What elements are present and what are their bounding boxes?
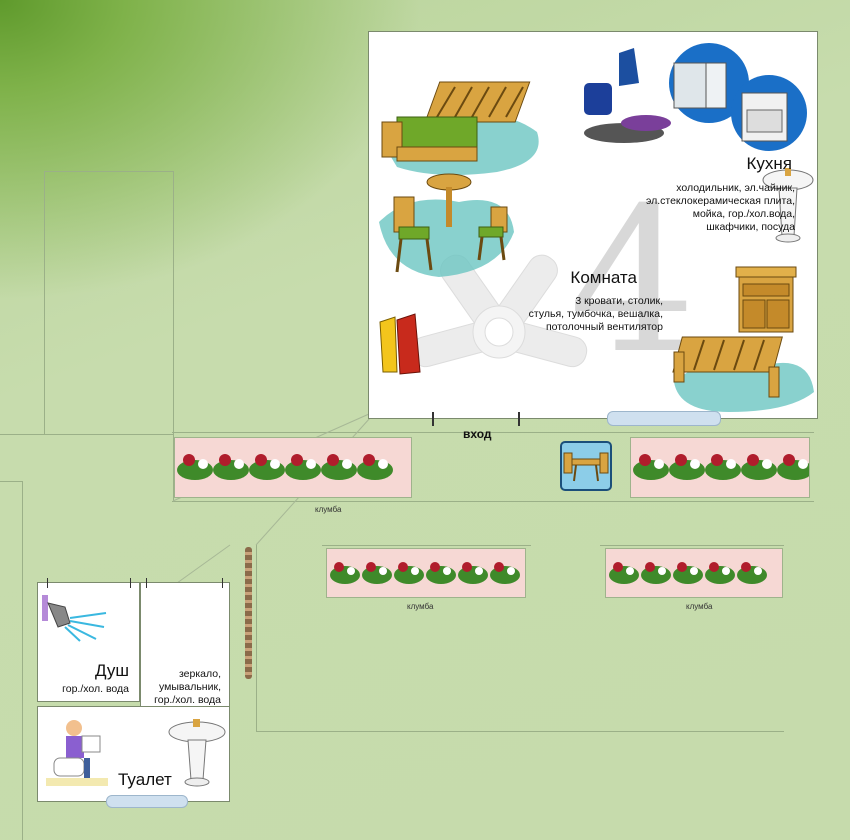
nightstand-icon bbox=[735, 266, 797, 333]
flowerbed-row-bottom bbox=[172, 501, 814, 502]
flowers-icon bbox=[327, 549, 525, 597]
flowers-icon bbox=[631, 438, 813, 497]
shower-mark-right bbox=[130, 578, 131, 588]
entrance-mark-left bbox=[432, 412, 434, 426]
flowerbed-2 bbox=[326, 548, 526, 598]
kitchen-items: холодильник, эл.чайник, эл.стеклокерамич… bbox=[646, 182, 795, 234]
plot-outline-left-top bbox=[44, 171, 45, 434]
room-window bbox=[607, 411, 721, 426]
room-item-line: потолочный вентилятор bbox=[545, 321, 663, 333]
shower-subtitle: гор./хол. вода bbox=[62, 683, 129, 695]
outdoor-table-icon bbox=[560, 441, 612, 491]
bed-icon-2 bbox=[672, 336, 814, 412]
toilet-window bbox=[106, 795, 188, 808]
shower-title: Душ bbox=[94, 661, 129, 680]
flowerbed-4 bbox=[630, 437, 813, 498]
washroom-item-line: умывальник, bbox=[159, 681, 221, 693]
garden-path bbox=[245, 547, 252, 679]
flowerbed-2-label: клумба bbox=[407, 602, 434, 611]
kitchen-item-line: холодильник, эл.чайник, bbox=[676, 182, 795, 194]
entrance-label: вход bbox=[463, 427, 492, 441]
ceiling-fan-icon bbox=[410, 254, 588, 368]
kitchen-item-line: шкафчики, посуда bbox=[706, 221, 795, 233]
flowerbed-1-label: клумба bbox=[315, 505, 342, 514]
plot-outline-mid bbox=[173, 171, 174, 501]
entrance-mark-right bbox=[518, 412, 520, 426]
kitchen-appliances-icon bbox=[584, 43, 807, 151]
flowerbed-row-top bbox=[172, 432, 814, 433]
room-items: 3 кровати, столик, стулья, тумбочка, веш… bbox=[529, 295, 663, 334]
kitchen-item-line: мойка, гор./хол.вода, bbox=[692, 208, 795, 220]
toilet-title: Туалет bbox=[118, 770, 172, 789]
plot-outline-v2 bbox=[22, 481, 23, 840]
washroom-item-line: гор./хол. вода bbox=[154, 694, 221, 706]
path-line-bottom bbox=[256, 731, 784, 732]
washroom-mark-left bbox=[146, 578, 147, 588]
bed-icon bbox=[381, 81, 539, 176]
shower-mark-left bbox=[47, 578, 48, 588]
table-chairs-icon bbox=[379, 173, 514, 277]
washroom-items: зеркало, умывальник, гор./хол. вода bbox=[154, 668, 221, 707]
kitchen-item-line: эл.стеклокерамическая плита, bbox=[645, 195, 795, 207]
flowerbed-3-label: клумба bbox=[686, 602, 713, 611]
flowerbed-1 bbox=[174, 437, 412, 498]
room-item-line: стулья, тумбочка, вешалка, bbox=[528, 308, 663, 320]
path-line-right bbox=[256, 545, 257, 731]
flowerbed-3 bbox=[605, 548, 783, 598]
flowerbed-3-outline bbox=[600, 545, 784, 546]
washbasin-icon bbox=[168, 719, 226, 787]
shower-head-icon bbox=[42, 595, 107, 642]
room-title: Комната bbox=[570, 268, 637, 287]
person-on-toilet-icon bbox=[46, 720, 108, 786]
washroom-mark-right bbox=[222, 578, 223, 588]
room-number: 4 bbox=[569, 165, 697, 398]
kitchen-title: Кухня bbox=[746, 154, 793, 173]
plot-outline-top bbox=[44, 171, 174, 172]
plot-outline-h2 bbox=[0, 481, 22, 482]
coat-hanger-icon bbox=[379, 313, 421, 375]
flowers-icon bbox=[606, 549, 782, 597]
plot-outline-h1 bbox=[0, 434, 174, 435]
flowers-icon bbox=[175, 438, 411, 497]
room-item-line: 3 кровати, столик, bbox=[575, 295, 663, 307]
washroom-item-line: зеркало, bbox=[178, 668, 221, 680]
kitchen-sink-icon bbox=[762, 168, 814, 243]
shower-room: Душ гор./хол. вода bbox=[37, 582, 140, 702]
flowerbed-2-outline bbox=[322, 545, 531, 546]
room-4: 4 bbox=[368, 31, 818, 419]
